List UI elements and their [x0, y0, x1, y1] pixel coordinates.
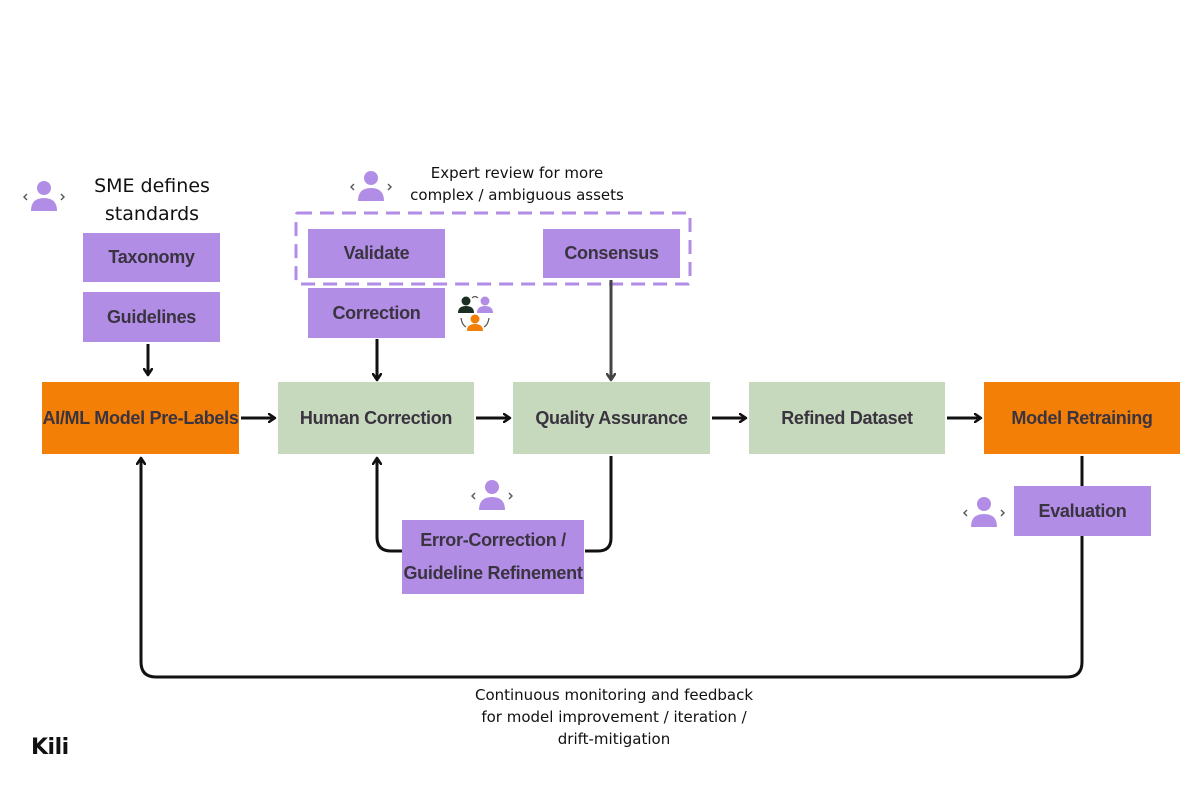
error-correction-box: Error-Correction / Guideline Refinement [402, 520, 584, 594]
evaluation-box: Evaluation [1014, 486, 1151, 536]
taxonomy-box: Taxonomy [83, 233, 220, 282]
guidelines-box: Guidelines [83, 292, 220, 342]
error-correction-line1: Error-Correction / [420, 530, 566, 550]
consensus-box: Consensus [543, 229, 680, 278]
sme-caption-line1: SME defines [94, 175, 210, 197]
user-code-icon [963, 497, 1005, 527]
kili-logo: Kili [31, 735, 69, 760]
expert-review-frame [294, 211, 692, 286]
user-code-icon [23, 181, 65, 211]
team-icon [458, 295, 493, 331]
user-code-icon [471, 480, 513, 510]
user-code-icon [350, 171, 392, 201]
prelabels-box: AI/ML Model Pre-Labels [42, 382, 239, 454]
sme-caption-line2: standards [104, 203, 200, 225]
feedback-loop [141, 458, 1084, 679]
error-correction-line2: Guideline Refinement [403, 563, 583, 583]
correction-box: Correction [308, 288, 445, 338]
quality-assurance-box: Quality Assurance [513, 382, 710, 454]
validate-box: Validate [308, 229, 445, 278]
loop-qa-to-error [585, 456, 613, 553]
monitoring-caption-line1: Continuous monitoring and feedback [474, 686, 754, 704]
sme-caption: SME defines standards [82, 172, 222, 228]
monitoring-caption: Continuous monitoring and feedback for m… [434, 684, 794, 750]
loop-error-to-human [377, 458, 402, 553]
model-retraining-box: Model Retraining [984, 382, 1180, 454]
expert-review-caption: Expert review for more complex / ambiguo… [387, 162, 647, 206]
monitoring-caption-line2: for model improvement / iteration / [481, 708, 747, 726]
human-correction-box: Human Correction [278, 382, 474, 454]
expert-caption-line2: complex / ambiguous assets [410, 186, 624, 204]
refined-dataset-box: Refined Dataset [749, 382, 945, 454]
expert-caption-line1: Expert review for more [430, 164, 604, 182]
monitoring-caption-line3: drift-mitigation [557, 730, 671, 748]
